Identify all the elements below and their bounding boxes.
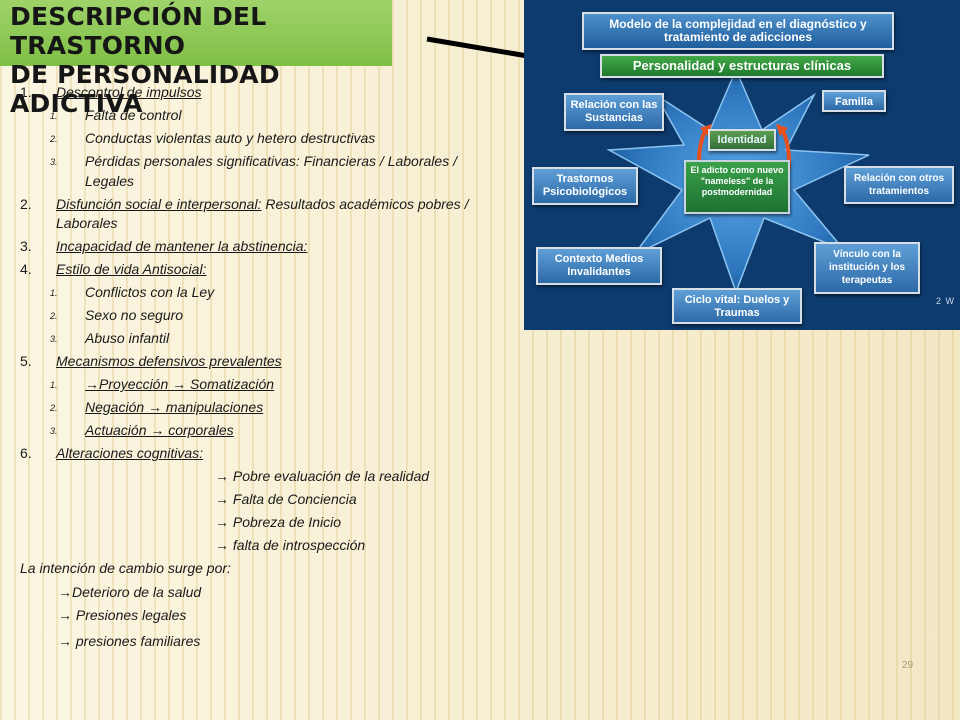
psicobiologicos-box: Trastornos Psicobiológicos xyxy=(532,167,638,205)
contexto-box: Contexto Medios Invalidantes xyxy=(536,247,662,285)
cognitive-item: → Falta de Conciencia xyxy=(215,491,357,507)
personalidad-box: Personalidad y estructuras clínicas xyxy=(600,54,884,78)
center-box: El adicto como nuevo "nameless" de la po… xyxy=(684,160,790,214)
addiction-complexity-diagram: Modelo de la complejidad en el diagnósti… xyxy=(524,0,960,330)
windows-logo-icon: 2 W xyxy=(936,296,954,306)
ciclo-box: Ciclo vital: Duelos y Traumas xyxy=(672,288,802,324)
cognitive-item: → Pobre evaluación de la realidad xyxy=(215,468,430,484)
intention-heading: La intención de cambio surge por: xyxy=(20,560,231,576)
vinculo-box: Vínculo con la institución y los terapeu… xyxy=(814,242,920,294)
identidad-box: Identidad xyxy=(708,129,776,151)
title-line-1: DESCRIPCIÓN DEL TRASTORNO xyxy=(10,2,267,60)
title-box: DESCRIPCIÓN DEL TRASTORNO DE PERSONALIDA… xyxy=(0,0,392,118)
slide-title: DESCRIPCIÓN DEL TRASTORNO DE PERSONALIDA… xyxy=(10,2,392,118)
cognitive-item: → falta de introspección xyxy=(215,537,366,553)
title-line-2: DE PERSONALIDAD ADICTIVA xyxy=(10,60,280,118)
intention-item: → presiones familiares xyxy=(58,633,201,649)
cognitive-item: → Pobreza de Inicio xyxy=(215,514,342,530)
sustancias-box: Relación con las Sustancias xyxy=(564,93,664,131)
intention-item: →Deterioro de la salud xyxy=(58,584,202,600)
tratamientos-box: Relación con otros tratamientos xyxy=(844,166,954,204)
familia-box: Familia xyxy=(822,90,886,112)
page-number: 29 xyxy=(902,660,914,671)
model-title-box: Modelo de la complejidad en el diagnósti… xyxy=(582,12,894,50)
intention-item: → Presiones legales xyxy=(58,607,187,623)
